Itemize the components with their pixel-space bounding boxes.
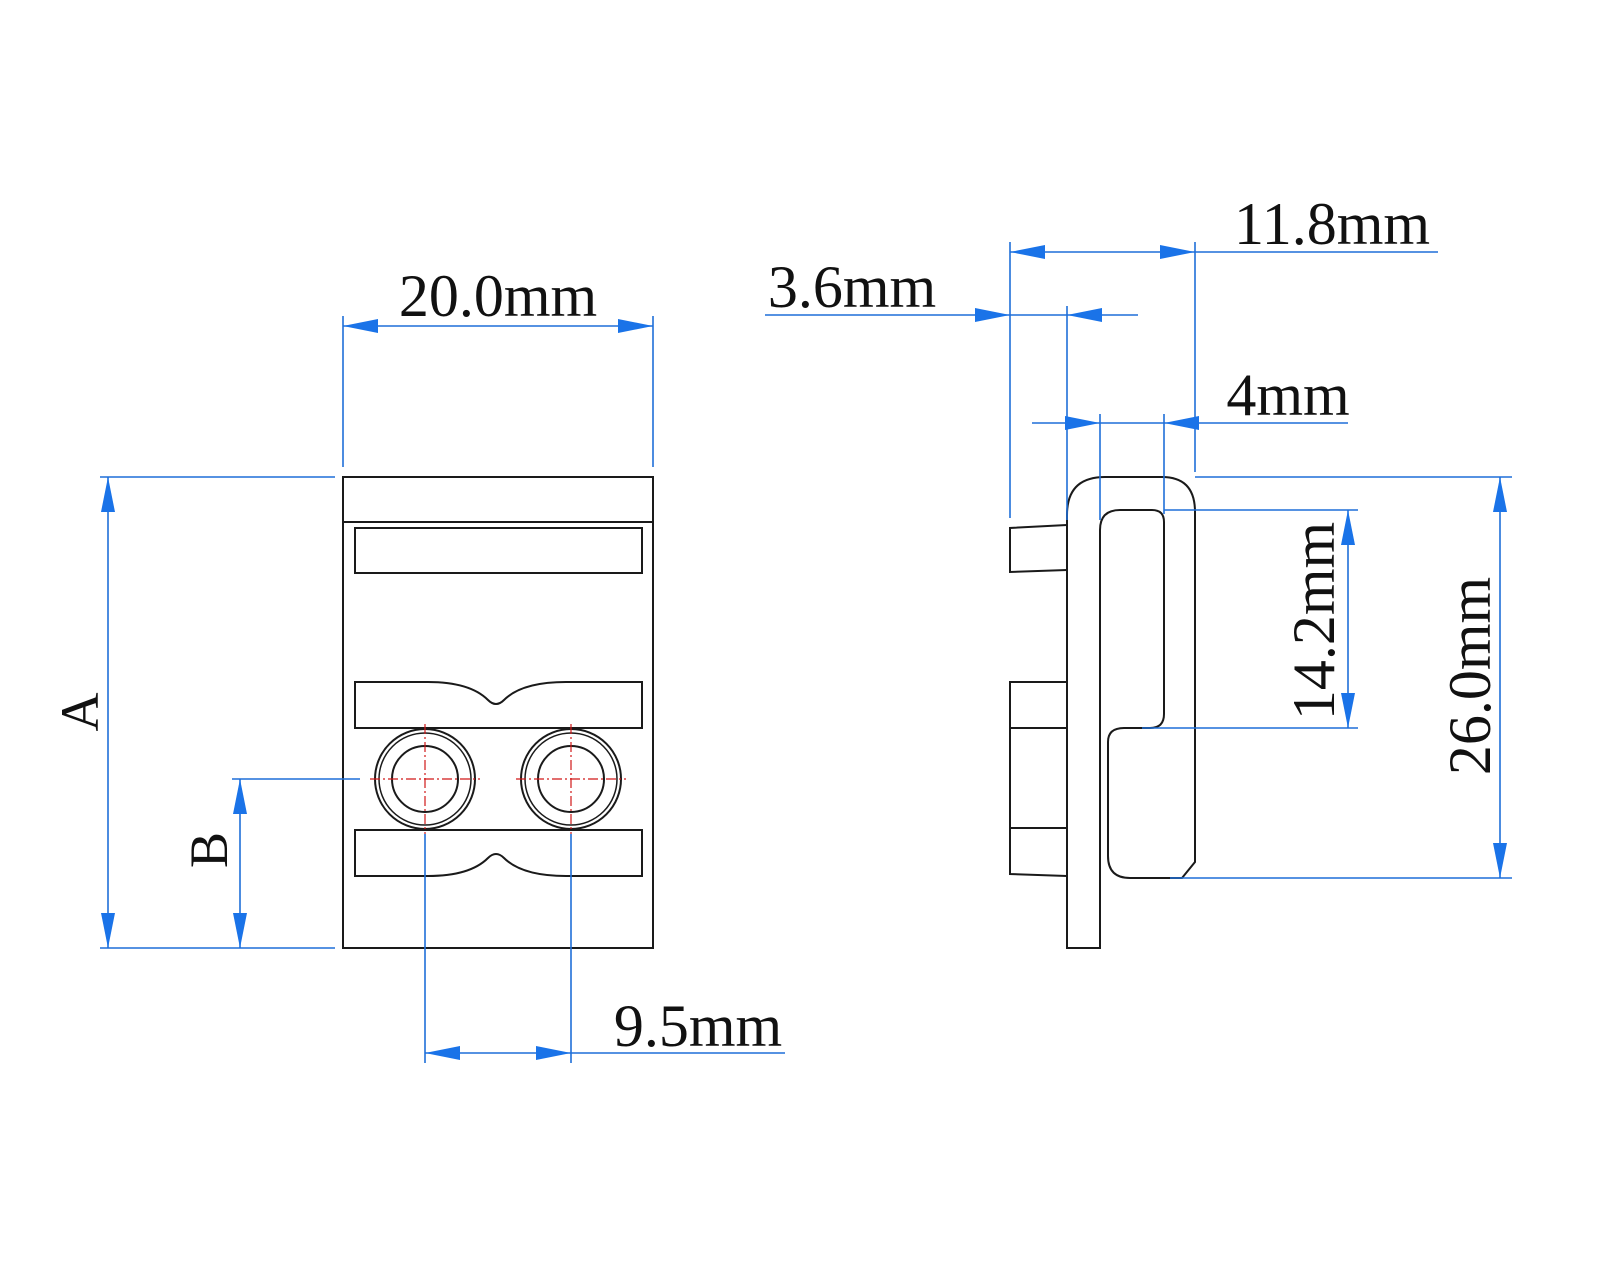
b-label: B xyxy=(179,832,239,868)
inner-arrow-top xyxy=(1341,510,1355,545)
depth-label: 11.8mm xyxy=(1234,191,1430,257)
front-body-outline xyxy=(342,476,654,949)
side-view xyxy=(1009,476,1196,949)
b-arrow-bottom xyxy=(233,913,247,948)
pitch-label: 9.5mm xyxy=(614,993,782,1059)
upper-contact-clip xyxy=(354,681,643,729)
offset-label: 3.6mm xyxy=(768,254,936,320)
width-arrow-left xyxy=(343,319,378,333)
side-dimensions: 11.8mm 3.6mm 4mm 14.2mm 26.0mm xyxy=(765,191,1512,879)
side-lower-tab xyxy=(1009,827,1068,877)
offset-arrow-left xyxy=(975,308,1010,322)
inner-arrow-bottom xyxy=(1341,693,1355,728)
inner-height-label: 14.2mm xyxy=(1281,522,1347,720)
pitch-arrow-left xyxy=(425,1046,460,1060)
width-label: 20.0mm xyxy=(399,263,597,329)
front-top-slot xyxy=(354,527,643,574)
side-base-plate xyxy=(1066,476,1196,949)
front-dimensions: 20.0mm A B 9.5mm xyxy=(50,263,785,1063)
depth-arrow-left xyxy=(1010,245,1045,259)
b-arrow-top xyxy=(233,779,247,814)
a-label: A xyxy=(50,693,110,732)
front-view xyxy=(342,476,654,949)
lower-contact-clip xyxy=(354,829,643,877)
offset-arrow-right xyxy=(1067,308,1102,322)
overall-height-label: 26.0mm xyxy=(1437,577,1503,775)
height-arrow-bottom xyxy=(1493,843,1507,878)
pitch-arrow-right xyxy=(536,1046,571,1060)
height-arrow-top xyxy=(1493,477,1507,512)
gap-arrow-left xyxy=(1065,416,1100,430)
side-middle-tab xyxy=(1009,681,1067,729)
a-arrow-top xyxy=(101,477,115,512)
width-arrow-right xyxy=(618,319,653,333)
depth-arrow-right xyxy=(1160,245,1195,259)
gap-arrow-right xyxy=(1164,416,1199,430)
a-arrow-bottom xyxy=(101,913,115,948)
gap-label: 4mm xyxy=(1226,362,1349,428)
side-upper-tab xyxy=(1009,524,1068,574)
